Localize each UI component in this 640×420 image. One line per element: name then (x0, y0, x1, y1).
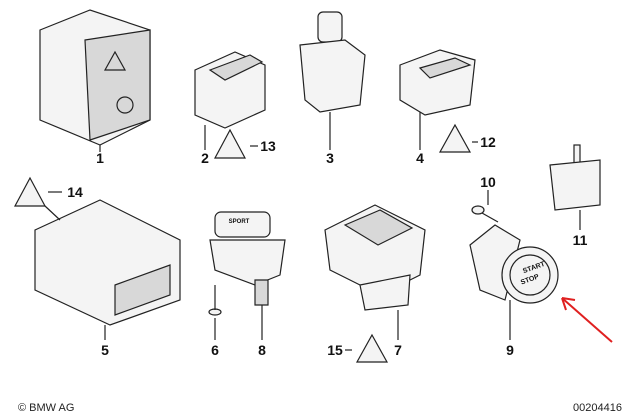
part-number-4: 4 (416, 150, 424, 166)
diagram-id: 00204416 (573, 402, 622, 414)
part-number-10: 10 (480, 174, 496, 190)
part-9-start-stop-button (469, 224, 559, 340)
part-5-module (34, 199, 181, 340)
part-10-screw (471, 190, 499, 223)
part-number-13: 13 (260, 138, 276, 154)
part-3-brake-switch (299, 11, 366, 150)
part-number-3: 3 (326, 150, 334, 166)
part-number-1: 1 (96, 150, 104, 166)
part-7-trunk-switch (324, 204, 426, 340)
red-annotation-arrow (561, 297, 613, 343)
part-1-hazard-switch (39, 9, 151, 152)
part-number-9: 9 (506, 342, 514, 358)
part-number-7: 7 (394, 342, 402, 358)
part-number-8: 8 (258, 342, 266, 358)
part-4-switch (399, 49, 476, 150)
part-number-2: 2 (201, 150, 209, 166)
part-number-15: 15 (327, 342, 343, 358)
copyright-label: © BMW AG (18, 402, 75, 414)
warning-triangle-13 (213, 128, 247, 159)
sport-label: SPORT (228, 219, 250, 225)
part-number-11: 11 (572, 232, 588, 248)
warning-triangle-14 (13, 176, 47, 207)
warning-triangle-15 (355, 333, 389, 363)
part-6-screw (208, 285, 222, 340)
part-number-5: 5 (101, 342, 109, 358)
warning-triangle-12 (438, 123, 472, 153)
part-8-sport-switch (209, 211, 286, 340)
part-number-6: 6 (211, 342, 219, 358)
part-2-switch (194, 51, 266, 150)
part-number-12: 12 (480, 134, 496, 150)
part-11-switch (549, 144, 601, 230)
part-number-14: 14 (67, 184, 83, 200)
